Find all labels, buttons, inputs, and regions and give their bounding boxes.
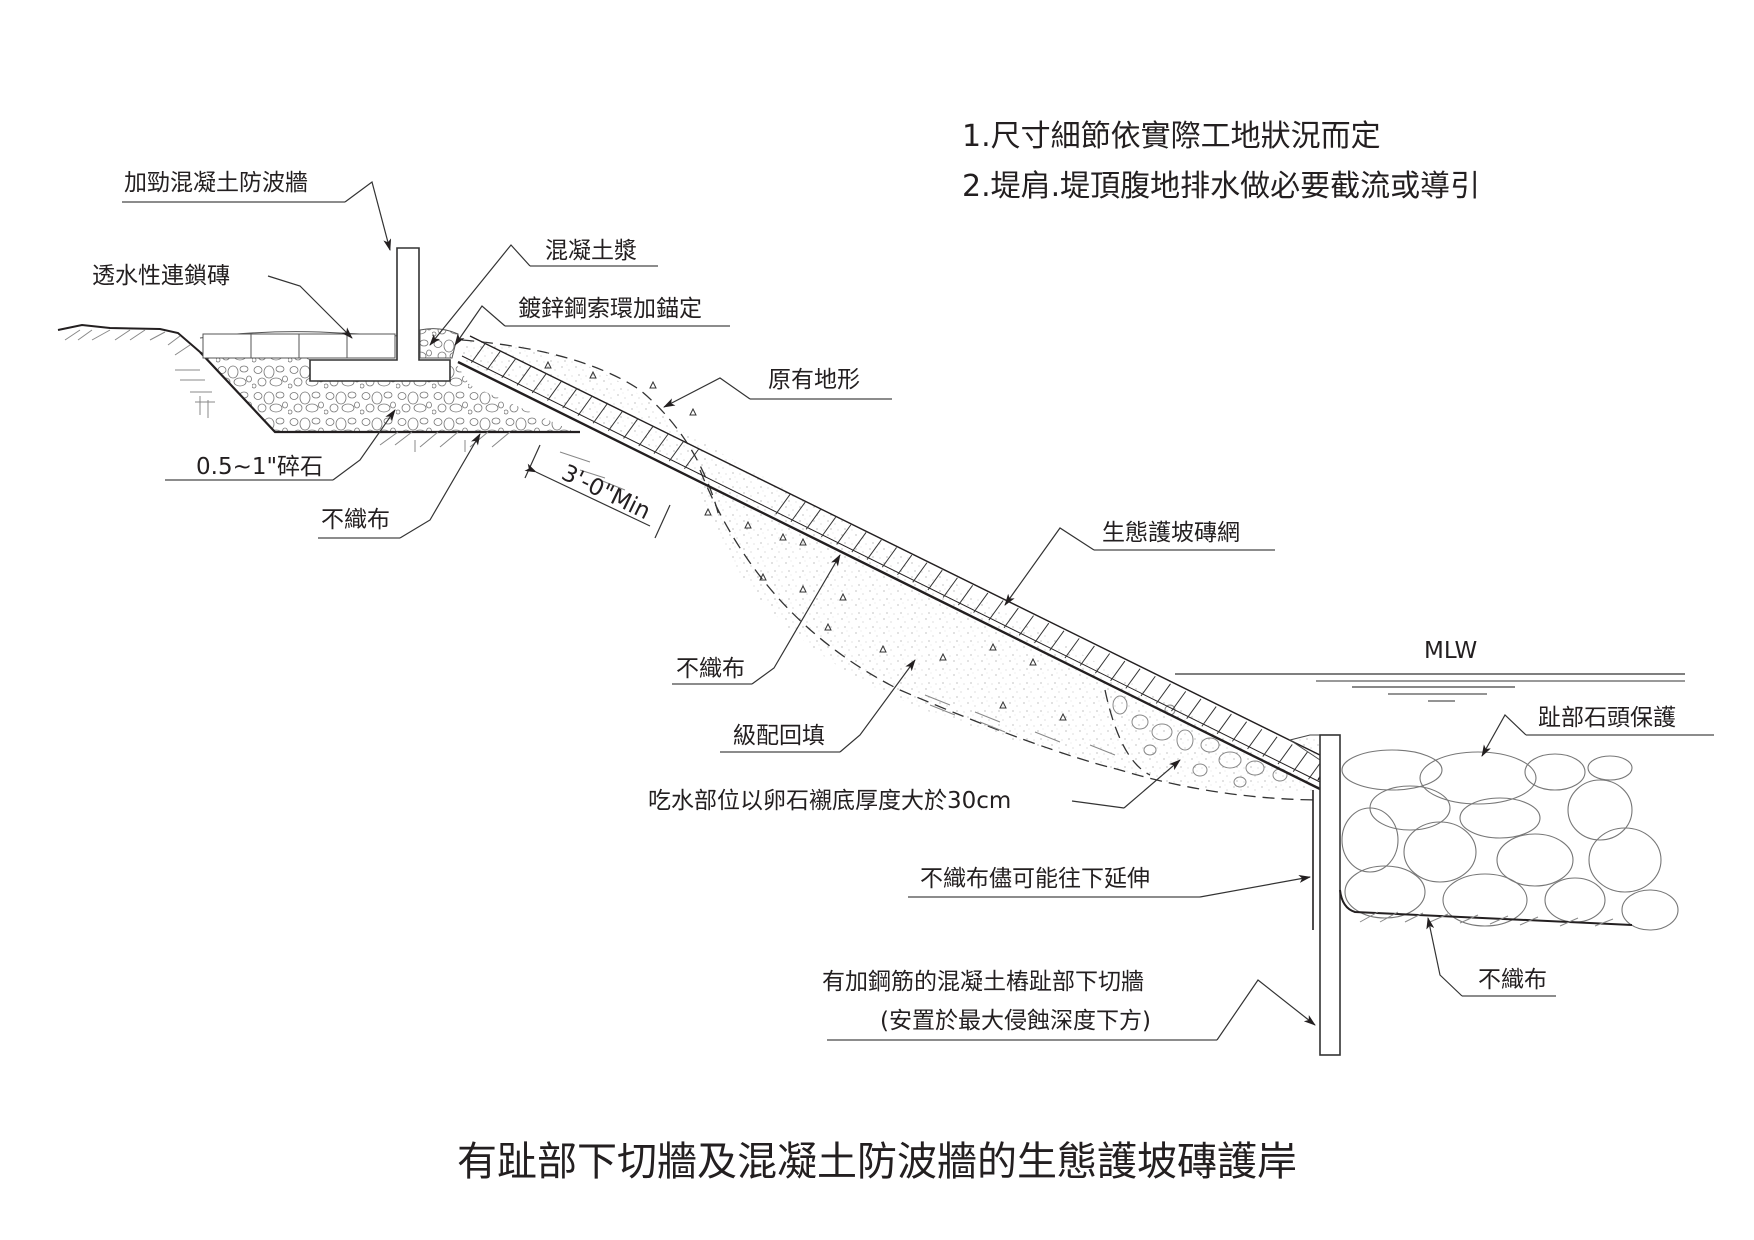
block-joint [638, 425, 654, 447]
block-joint [973, 592, 989, 613]
dimension-3ft-min: 3'-0"Min [524, 444, 671, 539]
permeable-paver-blocks [199, 331, 401, 359]
block-joint [653, 433, 669, 454]
label-cutoff-wall-line1: 有加鋼筋的混凝土樁趾部下切牆 [822, 969, 1144, 995]
graded-backfill-area [462, 340, 1325, 793]
block-joint [607, 410, 624, 432]
slope-section [457, 335, 1331, 801]
label-geotextile-top: 不織布 [321, 507, 390, 533]
label-eco-block-mat: 生態護坡磚網 [1102, 520, 1240, 546]
block-joint [1216, 713, 1232, 735]
original-terrain-curve-lower [699, 469, 1326, 801]
block-joint [805, 509, 821, 530]
label-geotextile-extend: 不織布儘可能往下延伸 [920, 866, 1150, 892]
block-joint [668, 441, 684, 462]
toe-rock-protection [1341, 749, 1679, 931]
block-joint [684, 448, 700, 470]
block-joint [836, 524, 852, 545]
block-joint [912, 562, 928, 583]
block-joint [592, 403, 608, 424]
label-concrete-grout: 混凝土漿 [545, 238, 637, 264]
block-joint [942, 577, 958, 598]
block-joint [866, 539, 882, 560]
block-joint [1292, 751, 1308, 772]
label-toe-rock: 趾部石頭保護 [1538, 705, 1676, 731]
block-joint [531, 372, 547, 394]
label-cobble-bedding: 吃水部位以卵石襯底厚度大於30cm [648, 788, 1011, 814]
block-joint [988, 600, 1004, 621]
block-joint [881, 547, 897, 568]
block-joint [1064, 638, 1080, 659]
eco-block-mat [470, 342, 1324, 780]
block-joint [1171, 691, 1187, 712]
block-joint [1155, 683, 1171, 704]
label-cutoff-wall-line2: (安置於最大侵蝕深度下方) [880, 1008, 1151, 1034]
toe-cutoff-wall [1319, 734, 1341, 1056]
block-joint [790, 501, 806, 523]
block-joint [927, 569, 943, 591]
block-joint [1110, 660, 1126, 682]
crushed-stone-bed [200, 352, 575, 432]
block-joint [1262, 736, 1278, 757]
block-joint [577, 395, 593, 416]
block-joint [516, 365, 532, 386]
wave-wall [309, 247, 451, 382]
mlw-label: MLW [1424, 638, 1477, 664]
label-geotextile-mid: 不織布 [676, 656, 745, 682]
block-joint [1140, 675, 1156, 697]
aggregate-marks [544, 360, 1067, 721]
block-joint [1186, 698, 1202, 719]
block-joint [957, 585, 974, 606]
label-dimension: 3'-0"Min [557, 460, 654, 525]
crest-section [57, 247, 580, 452]
block-joint [821, 516, 837, 538]
block-joint [1231, 721, 1248, 742]
block-joint [1079, 645, 1095, 666]
label-graded-backfill: 級配回填 [733, 723, 825, 749]
block-joint [547, 380, 563, 401]
block-joint [897, 554, 913, 576]
label-wave-wall: 加勁混凝土防波牆 [124, 170, 308, 196]
label-crushed-stone: 0.5~1"碎石 [196, 454, 323, 480]
note-2: 2.堤肩.堤頂腹地排水做必要截流或導引 [962, 169, 1480, 204]
note-1: 1.尺寸細節依實際工地狀況而定 [962, 119, 1381, 154]
label-cable-anchor: 鍍鋅鋼索環加錨定 [518, 296, 702, 322]
block-joint [1094, 653, 1111, 674]
label-geotextile-bottom: 不織布 [1478, 967, 1547, 993]
block-joint [1247, 728, 1263, 750]
block-joint [562, 388, 578, 409]
block-joint [851, 532, 867, 553]
block-joint [501, 357, 517, 379]
block-joint [1034, 622, 1050, 644]
ground-hatch [64, 329, 215, 418]
block-joint [1201, 706, 1217, 727]
block-joint [775, 494, 791, 515]
block-joint [470, 342, 487, 363]
block-joint [623, 418, 639, 439]
drawing-title: 有趾部下切牆及混凝土防波牆的生態護坡磚護岸 [457, 1139, 1297, 1185]
block-joint [1125, 668, 1141, 689]
block-joint [1003, 607, 1019, 629]
label-original-terrain: 原有地形 [768, 367, 860, 393]
block-joint [1049, 630, 1065, 651]
label-permeable-paver: 透水性連鎖磚 [92, 263, 230, 289]
mlw-water-lines [1175, 673, 1685, 702]
block-joint [1018, 615, 1034, 636]
block-joint [1277, 744, 1293, 765]
block-joint [486, 350, 502, 371]
